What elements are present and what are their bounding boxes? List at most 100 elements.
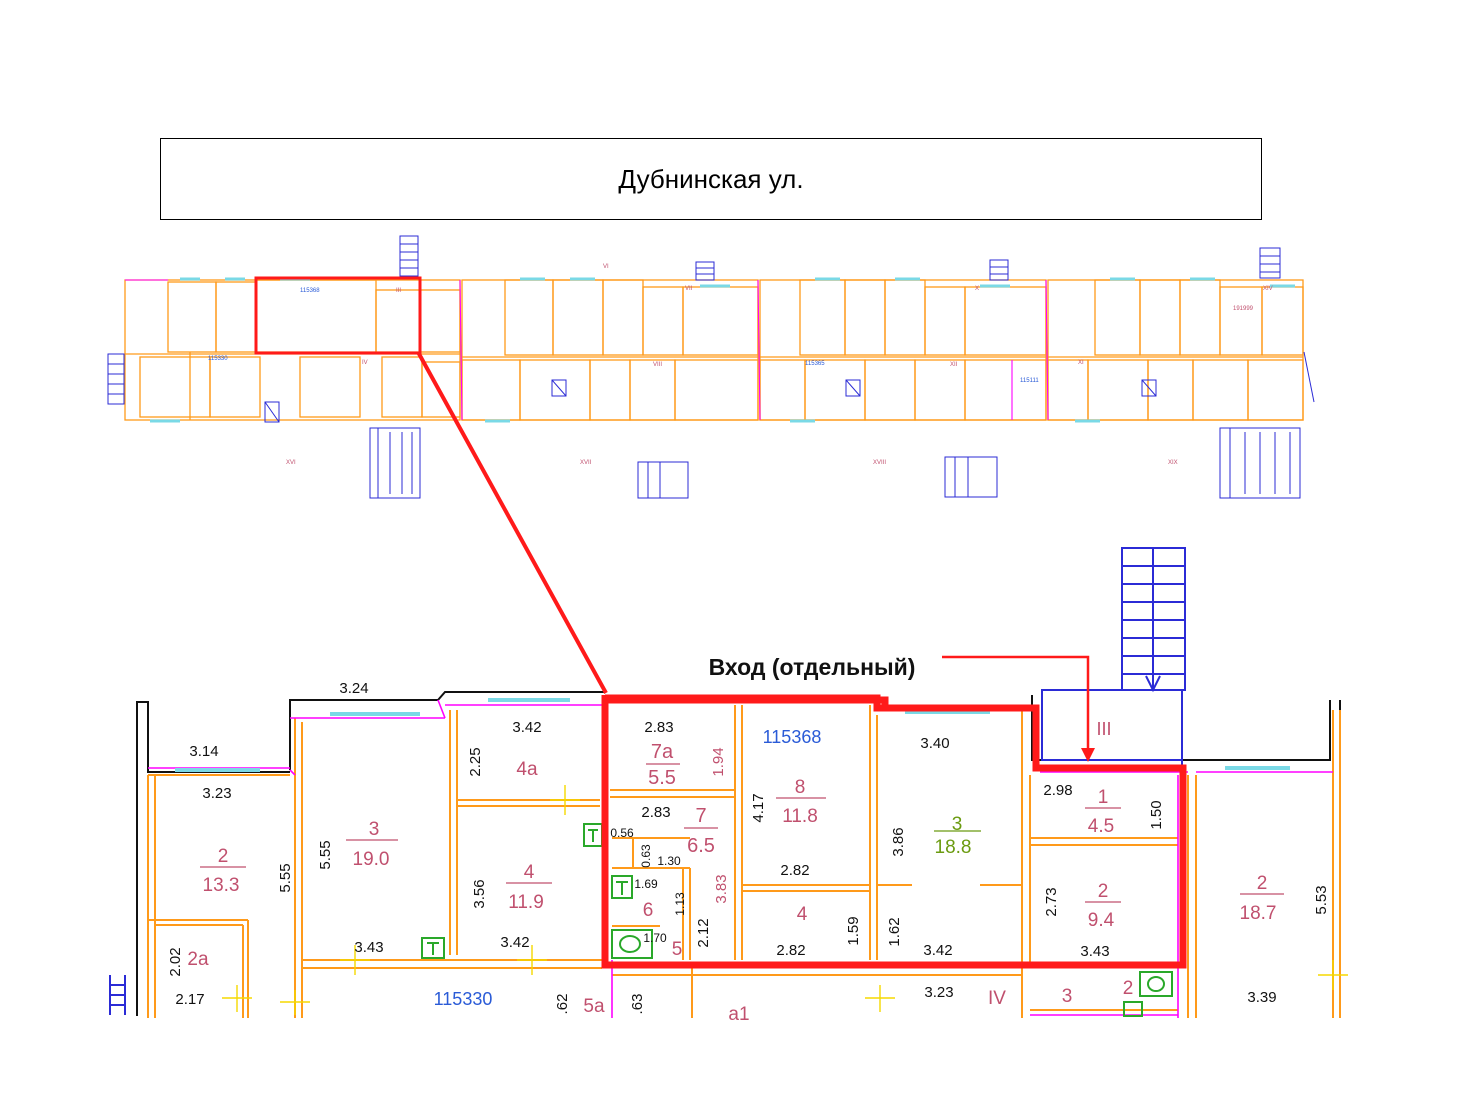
overview-code: 115330 bbox=[208, 356, 228, 362]
dimension: 3.40 bbox=[920, 735, 949, 752]
overview-section: VI bbox=[603, 264, 609, 270]
dimension: 1.94 bbox=[710, 747, 727, 776]
room-number: 6 bbox=[643, 900, 654, 921]
dimension: .62 bbox=[554, 994, 571, 1015]
room-number: 7a bbox=[651, 741, 674, 763]
room-number: 3 bbox=[369, 819, 380, 840]
cadastral-code: 115330 bbox=[434, 989, 493, 1009]
dimension: 2.83 bbox=[641, 804, 670, 821]
room-area: 5.5 bbox=[648, 767, 676, 789]
overview-section: VII bbox=[685, 286, 693, 292]
dimension: 3.43 bbox=[354, 939, 383, 956]
dimension: 3.42 bbox=[500, 934, 529, 951]
dimension: 1.30 bbox=[657, 854, 681, 868]
street-name-box: Дубнинская ул. bbox=[160, 138, 1262, 220]
entrance-stair bbox=[1041, 547, 1186, 765]
room-labels: 7a 5.5 7 6.5 8 11.8 3 18.8 1 4.5 2 9.4 2… bbox=[187, 741, 1284, 1020]
street-name: Дубнинская ул. bbox=[618, 163, 804, 194]
room-area: 11.8 bbox=[782, 806, 818, 827]
room-number: 2 bbox=[1257, 873, 1268, 894]
overview-section: XVI bbox=[286, 460, 296, 466]
dimension: 3.42 bbox=[512, 719, 541, 736]
room-number: 3 bbox=[952, 814, 963, 835]
room-area: 13.3 bbox=[203, 875, 240, 896]
overview-walls bbox=[124, 279, 1304, 421]
dimension: 2.98 bbox=[1043, 782, 1072, 799]
overview-section: XIV bbox=[1263, 286, 1273, 292]
dimension: 0.56 bbox=[610, 826, 634, 840]
room-area: 4.5 bbox=[1088, 816, 1114, 837]
room-number: 2 bbox=[1098, 881, 1109, 902]
overview-section: III bbox=[396, 288, 401, 294]
dimension: 3.23 bbox=[924, 984, 953, 1001]
dimension: 3.14 bbox=[189, 743, 218, 760]
cadastral-codes: 115368 115330 bbox=[434, 727, 822, 1009]
dimension: 2.82 bbox=[776, 942, 805, 959]
dimension: 5.55 bbox=[277, 863, 294, 892]
detail-highlight-inner bbox=[605, 696, 1036, 712]
room-number: 1 bbox=[1098, 787, 1109, 808]
dimension: 1.13 bbox=[673, 892, 687, 916]
overview-section: XIX bbox=[1168, 460, 1178, 466]
detail-walls bbox=[147, 705, 1341, 1018]
overview-code: 191999 bbox=[1233, 306, 1254, 312]
overview-section: XI bbox=[1078, 360, 1084, 366]
overview-highlight bbox=[254, 276, 422, 355]
dimension: 3.24 bbox=[339, 680, 368, 697]
room-number: a1 bbox=[728, 1004, 749, 1020]
room-number: 2 bbox=[218, 846, 229, 867]
overview-labels: 115368 115330 115365 115111 191999 IV VI… bbox=[208, 264, 1273, 466]
detail-yellow-marks bbox=[222, 785, 1348, 1015]
room-area: 19.0 bbox=[353, 849, 390, 870]
dimension: 2.12 bbox=[695, 918, 712, 947]
overview-section: X bbox=[975, 286, 979, 292]
detail-floor-plan: 7a 5.5 7 6.5 8 11.8 3 18.8 1 4.5 2 9.4 2… bbox=[109, 547, 1348, 1020]
dimension: 3.39 bbox=[1247, 989, 1276, 1006]
dimension: 1.62 bbox=[886, 917, 903, 946]
dimension: 2.02 bbox=[167, 947, 184, 976]
dimension: 1.50 bbox=[1148, 800, 1165, 829]
room-number: 7 bbox=[695, 805, 706, 827]
dimension: 5.53 bbox=[1313, 885, 1330, 914]
overview-porches bbox=[369, 427, 1301, 499]
overview-section: XVII bbox=[580, 460, 592, 466]
room-area: 18.7 bbox=[1240, 903, 1277, 924]
overview-code: 115111 bbox=[1020, 378, 1039, 384]
dimension: 1.59 bbox=[845, 916, 862, 945]
overview-section: XII bbox=[950, 362, 958, 368]
room-area: 6.5 bbox=[687, 835, 715, 857]
left-small-stair bbox=[109, 975, 126, 1015]
room-number: 4 bbox=[797, 904, 808, 925]
overview-floor-plan: 115368 115330 115365 115111 191999 IV VI… bbox=[107, 235, 1315, 499]
room-number: 5 bbox=[672, 939, 683, 960]
dimension: 1.69 bbox=[634, 877, 658, 891]
room-number: 5a bbox=[583, 996, 605, 1017]
room-number: IV bbox=[988, 988, 1006, 1009]
overview-elevators bbox=[264, 379, 1157, 423]
overview-windows bbox=[150, 277, 1295, 423]
room-area: 9.4 bbox=[1088, 910, 1115, 931]
overview-code: 115365 bbox=[805, 361, 825, 367]
dimension: .63 bbox=[629, 994, 646, 1015]
dimension: 3.23 bbox=[202, 785, 231, 802]
room-number: 8 bbox=[795, 777, 806, 798]
overview-code: 115368 bbox=[300, 288, 320, 294]
room-number: 2 bbox=[1123, 978, 1134, 999]
dimension: 3.86 bbox=[890, 827, 907, 856]
entrance-section-label: III bbox=[1096, 719, 1111, 739]
dimension: 4.17 bbox=[750, 793, 767, 822]
dimension: 1.70 bbox=[643, 931, 667, 945]
dimension: 2.17 bbox=[175, 991, 204, 1008]
dimension: 2.73 bbox=[1043, 887, 1060, 916]
overview-partitions bbox=[125, 279, 1049, 421]
overview-section: IV bbox=[362, 360, 368, 366]
dimension: 3.43 bbox=[1080, 943, 1109, 960]
dimension: 2.25 bbox=[467, 747, 484, 776]
overview-section: VIII bbox=[653, 362, 662, 368]
dimension: 3.83 bbox=[713, 874, 730, 903]
room-area: 18.8 bbox=[935, 837, 972, 858]
dimension: 2.83 bbox=[644, 719, 673, 736]
room-area: 11.9 bbox=[508, 892, 544, 913]
cadastral-code: 115368 bbox=[763, 727, 822, 747]
room-number: 2a bbox=[187, 949, 209, 970]
